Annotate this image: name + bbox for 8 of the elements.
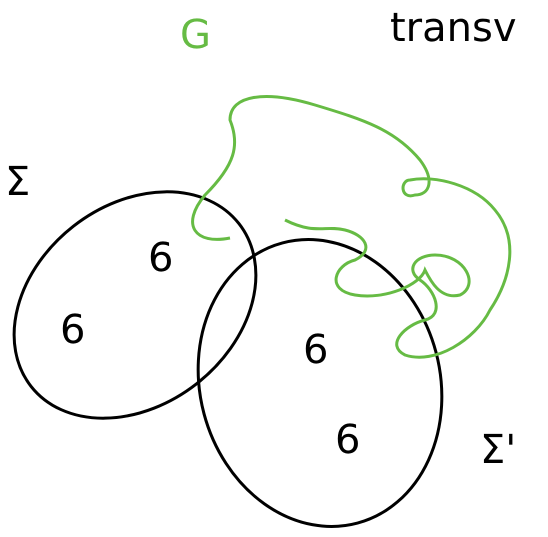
curve-label: G [180, 15, 211, 55]
set-label: Σ' [480, 430, 516, 470]
element-label: 6 [303, 330, 328, 370]
element-label: 6 [60, 310, 86, 350]
element-label: 6 [148, 238, 174, 278]
note-text: transv [390, 8, 517, 48]
element-label: 6 [335, 420, 360, 460]
set-label: Σ [5, 162, 30, 202]
